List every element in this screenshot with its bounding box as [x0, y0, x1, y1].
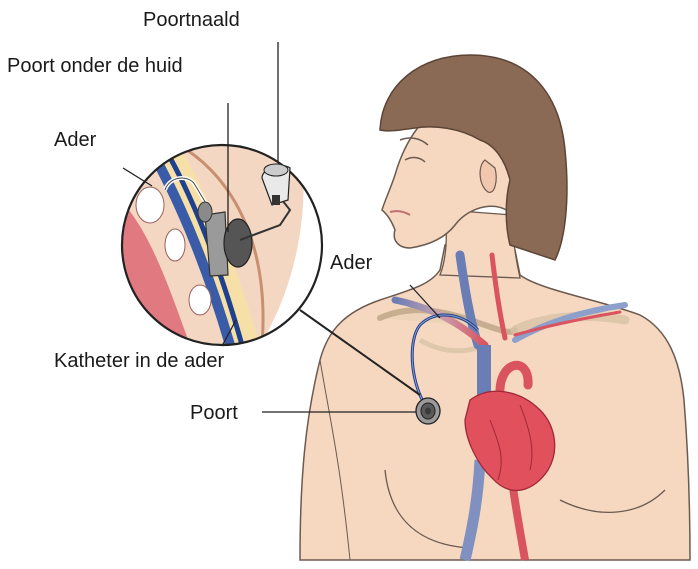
label-poort-onder-de-huid: Poort onder de huid: [7, 56, 183, 76]
label-poortnaald: Poortnaald: [143, 10, 240, 30]
label-ader-neck: Ader: [330, 253, 372, 273]
inset-detail: [120, 140, 330, 350]
label-ader-inset: Ader: [54, 130, 96, 150]
label-katheter-in-de-ader: Katheter in de ader: [54, 351, 224, 371]
label-poort: Poort: [190, 403, 238, 423]
port-device: [416, 398, 440, 424]
